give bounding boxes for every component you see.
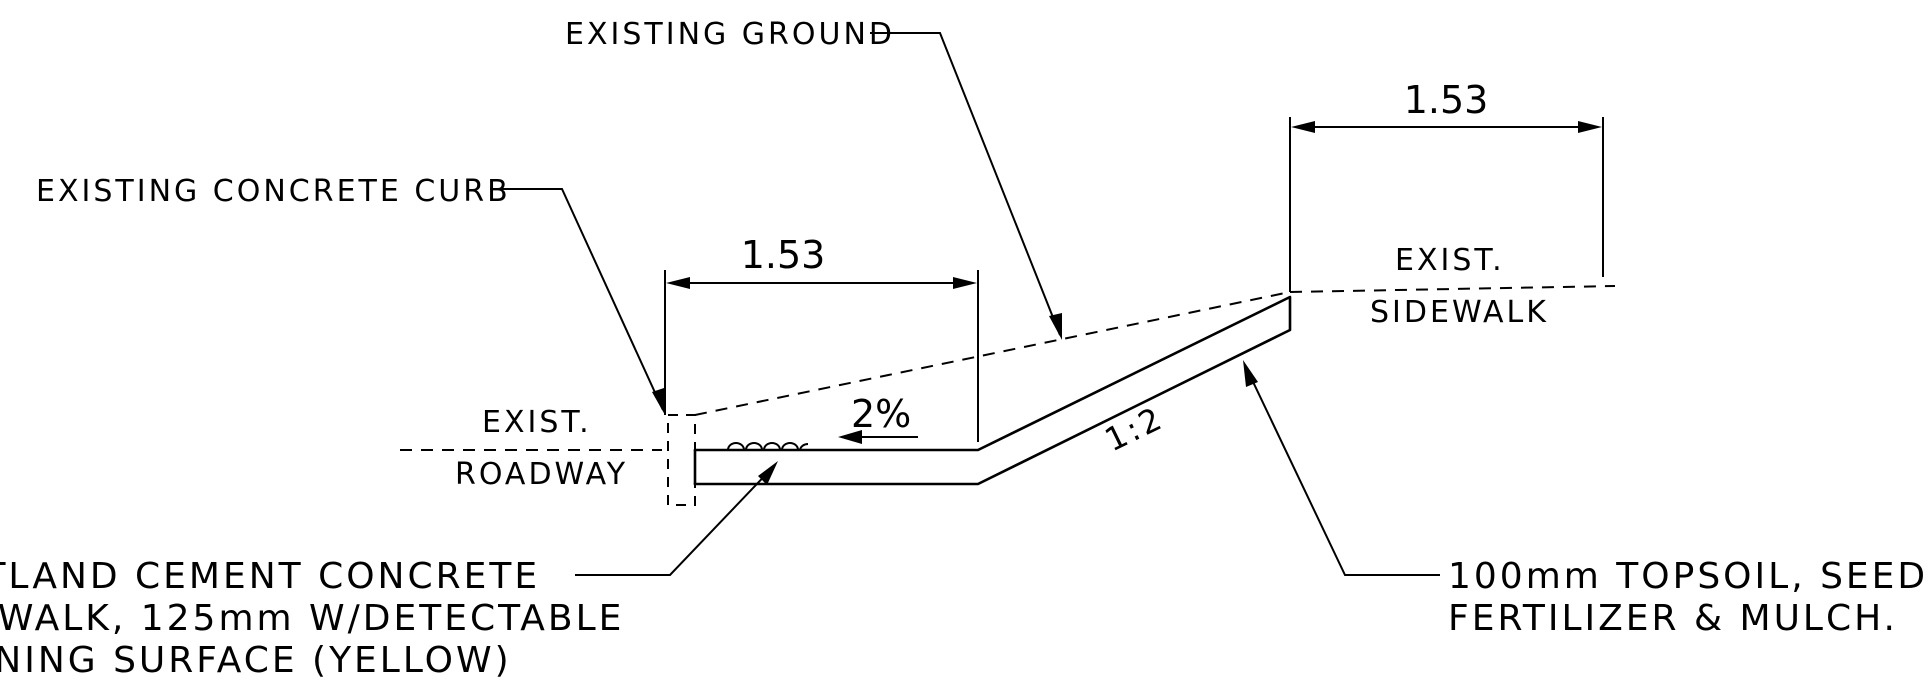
existing-sidewalk-line xyxy=(1289,285,1616,293)
sidewalk-note-line-1: PORTLAND CEMENT CONCRETE xyxy=(0,556,540,597)
proposed-sidewalk-slab xyxy=(693,295,1292,486)
existing-ground-label: EXISTING GROUND xyxy=(565,17,895,52)
exist-sidewalk-label-1: EXIST. xyxy=(1395,243,1505,278)
sidewalk-note-line-2: SIDEWALK, 125mm W/DETECTABLE xyxy=(0,598,624,639)
side-slope-label: 1:2 xyxy=(1099,399,1170,460)
existing-curb-leader xyxy=(490,188,665,415)
existing-curb-label: EXISTING CONCRETE CURB xyxy=(36,174,511,209)
existing-ground-line xyxy=(694,291,1291,416)
left-dimension xyxy=(664,270,979,442)
left-dimension-value: 1.53 xyxy=(741,233,826,277)
slope-percent-label: 2% xyxy=(851,392,911,436)
detectable-warning-bumps xyxy=(727,442,809,451)
exist-roadway-label-1: EXIST. xyxy=(482,405,592,440)
topsoil-leader xyxy=(1243,360,1440,576)
topsoil-line-1: 100mm TOPSOIL, SEED, xyxy=(1448,556,1928,597)
existing-curb xyxy=(667,414,696,506)
right-dimension xyxy=(1289,117,1604,292)
exist-roadway-label-2: ROADWAY xyxy=(455,457,628,492)
right-dimension-value: 1.53 xyxy=(1404,78,1489,122)
existing-ground-leader xyxy=(870,32,1062,340)
exist-sidewalk-label-2: SIDEWALK xyxy=(1370,295,1549,330)
sidewalk-note-line-3: WARNING SURFACE (YELLOW) xyxy=(0,640,512,681)
sidewalk-note-leader xyxy=(575,461,778,576)
topsoil-line-2: FERTILIZER & MULCH. xyxy=(1448,598,1898,639)
slope-arrow xyxy=(838,430,918,444)
